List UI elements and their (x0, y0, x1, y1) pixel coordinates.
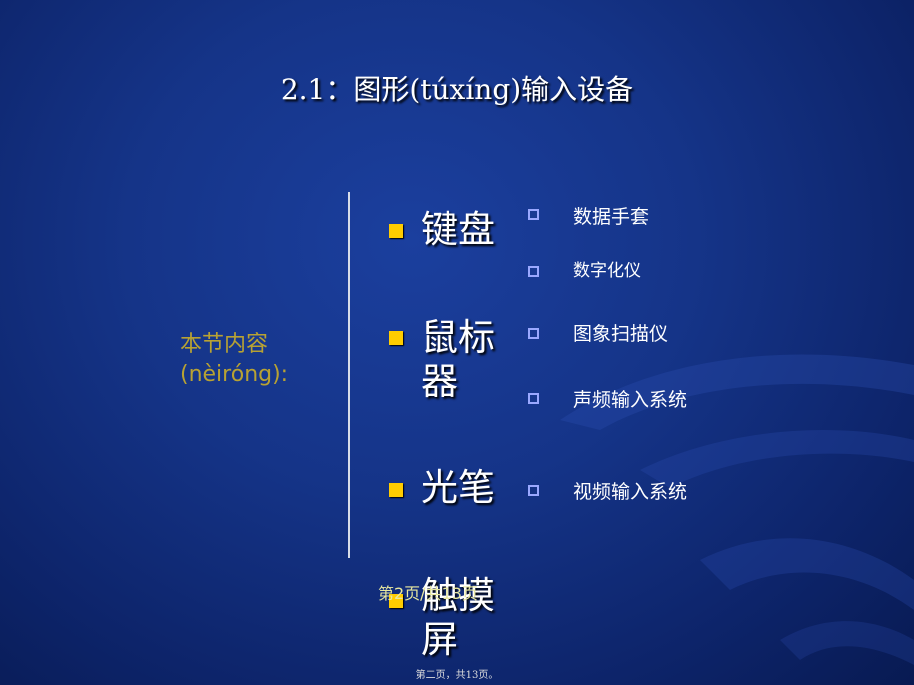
page-footer: 第二页，共13页。 (415, 670, 499, 681)
hollow-square-bullet-icon (528, 328, 539, 339)
hollow-square-bullet-icon (528, 485, 539, 496)
hollow-square-bullet-icon (528, 266, 539, 277)
hollow-square-bullet-icon (528, 393, 539, 404)
hollow-square-bullet-icon (528, 209, 539, 220)
main-item-mouse: 鼠标器 (421, 316, 495, 403)
square-bullet-icon (389, 331, 403, 345)
square-bullet-icon (389, 483, 403, 497)
main-item-light-pen: 光笔 (421, 466, 495, 509)
sub-item-audio-input: 声频输入系统 (573, 389, 688, 411)
slide-title: 2.1：图形(túxíng)输入设备 (280, 73, 634, 106)
square-bullet-icon (389, 224, 403, 238)
sub-item-data-glove: 数据手套 (573, 206, 650, 228)
square-bullet-icon (389, 594, 403, 608)
main-item-touch-screen: 触摸屏 (421, 574, 495, 661)
page-number-overlay: 第2页/共13页 (378, 584, 478, 603)
sub-item-video-input: 视频输入系统 (573, 481, 688, 503)
sub-item-digitizer: 数字化仪 (573, 261, 641, 281)
vertical-divider (348, 192, 350, 558)
main-item-keyboard: 键盘 (421, 208, 495, 251)
sub-item-image-scanner: 图象扫描仪 (573, 323, 669, 345)
section-contents-label: 本节内容(nèiróng): (180, 332, 289, 387)
